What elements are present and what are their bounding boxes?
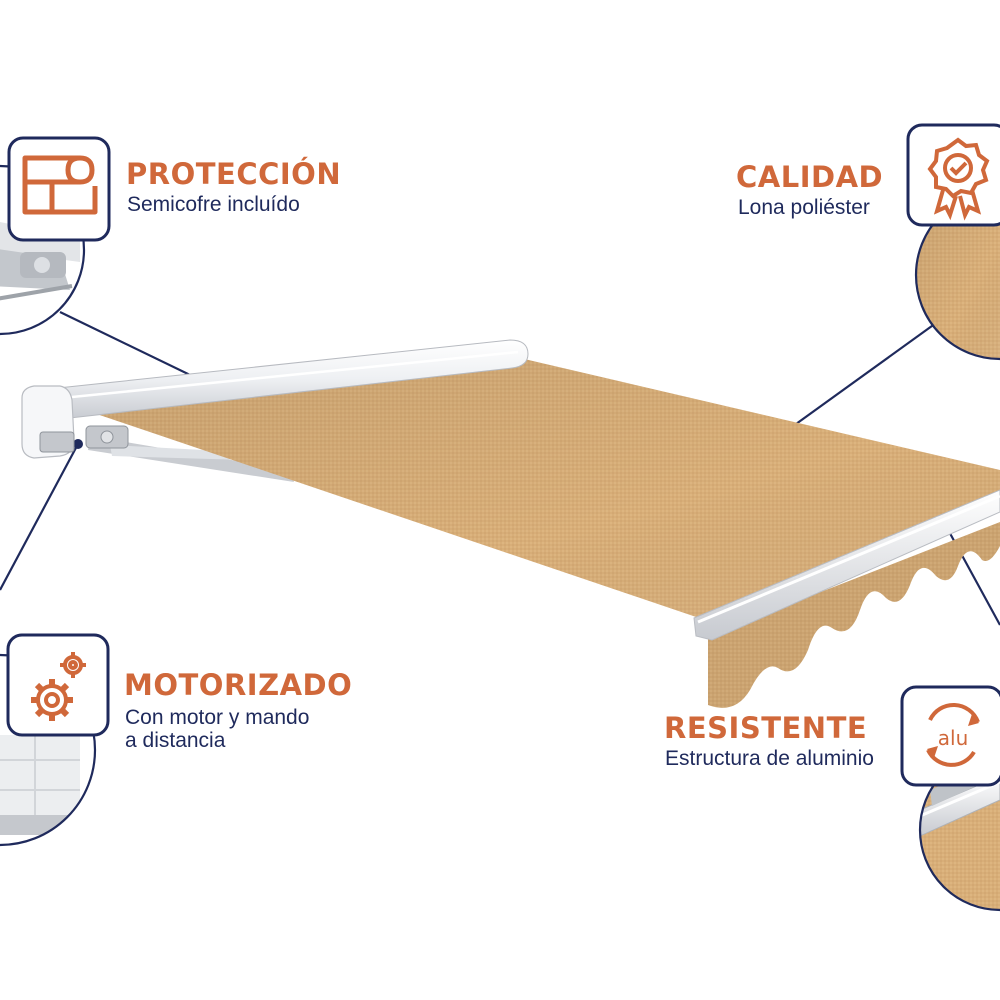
feature-subtitle-motorizado-line2: a distancia	[125, 729, 226, 752]
aluminium-recycle-icon: alu	[900, 685, 1000, 787]
aluminium-icon-text: alu	[938, 726, 969, 750]
feature-title-calidad: CALIDAD	[736, 160, 884, 194]
awning-valance	[708, 522, 1000, 708]
awning	[21, 339, 1000, 708]
awning-bracket	[39, 425, 129, 453]
feature-subtitle-proteccion: Semicofre incluído	[127, 193, 300, 216]
awning-cassette	[57, 339, 529, 419]
feature-title-motorizado: MOTORIZADO	[124, 668, 353, 702]
cassette-icon	[7, 136, 111, 242]
feature-subtitle-calidad: Lona poliéster	[738, 196, 870, 219]
quality-badge-icon	[906, 123, 1000, 227]
feature-subtitle-motorizado-line1: Con motor y mando	[125, 706, 310, 729]
gears-icon	[6, 633, 110, 737]
feature-title-proteccion: PROTECCIÓN	[126, 157, 342, 191]
feature-title-resistente: RESISTENTE	[664, 711, 868, 745]
feature-subtitle-resistente: Estructura de aluminio	[665, 747, 874, 770]
